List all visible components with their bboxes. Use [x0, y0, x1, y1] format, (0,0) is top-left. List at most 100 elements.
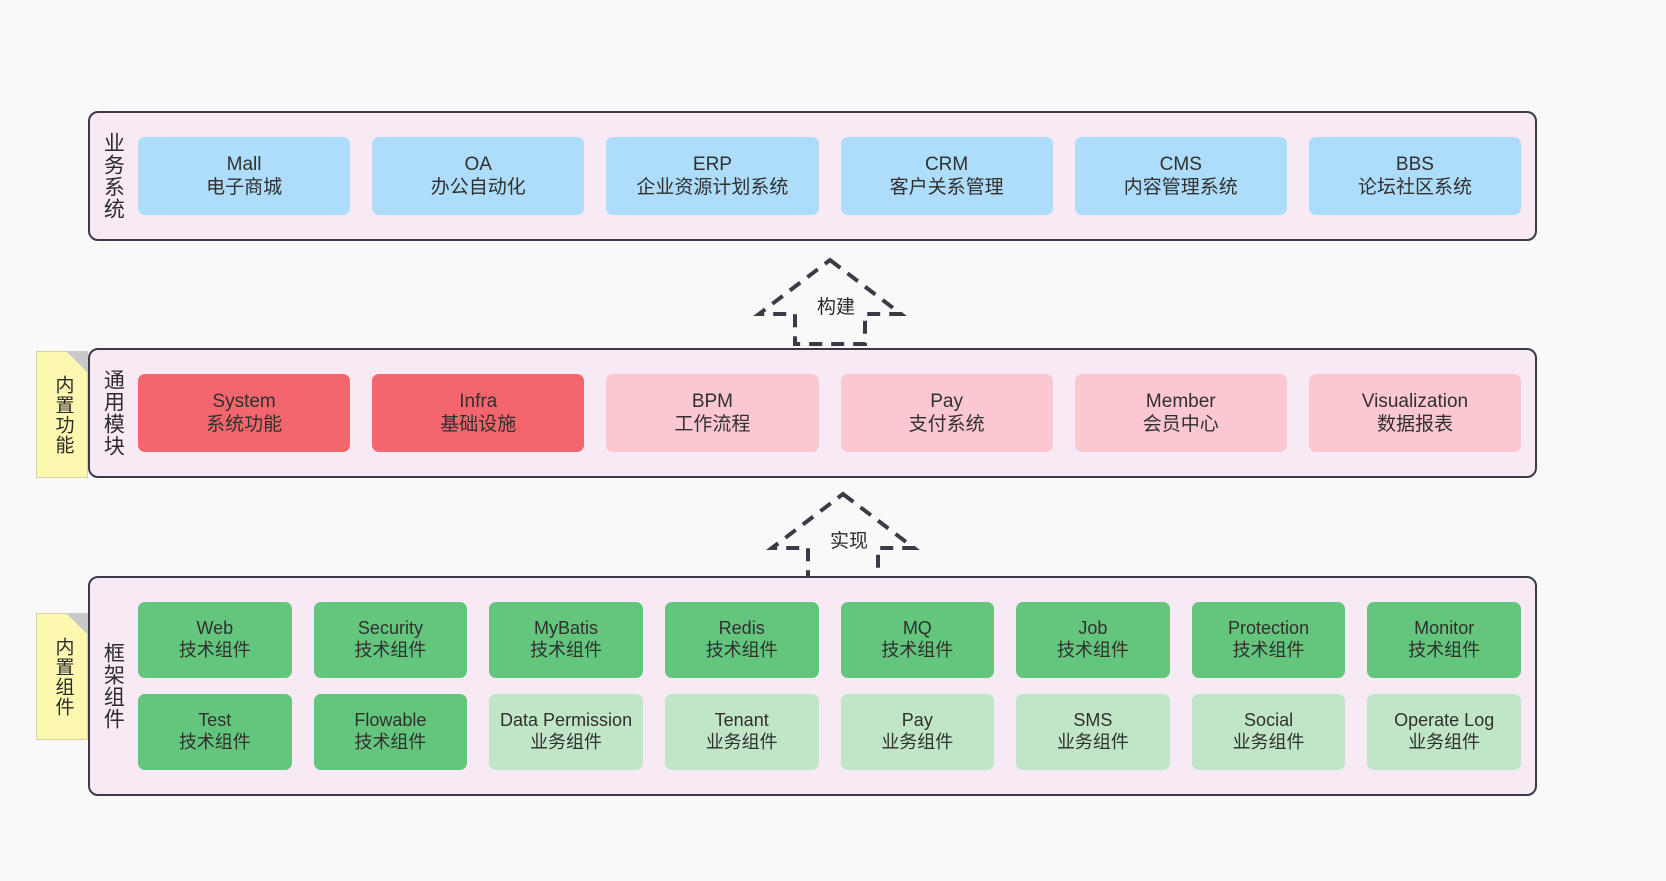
card-subtitle: 技术组件 [530, 640, 603, 660]
card-subtitle: 办公自动化 [430, 177, 526, 198]
business-system-layer-title: 业务系统 [101, 132, 125, 220]
business-system-layer: 业务系统 Mall 电子商城 OA 办公自动化 ERP 企业资源计划系统 CRM… [88, 111, 1537, 241]
framework-card-job[interactable]: Job 技术组件 [1016, 602, 1170, 678]
card-title: ERP [692, 153, 732, 175]
common-module-row: System 系统功能 Infra 基础设施 BPM 工作流程 Pay 支付系统… [138, 374, 1522, 452]
card-title: OA [464, 153, 492, 175]
card-subtitle: 技术组件 [1232, 640, 1305, 660]
card-title: BPM [691, 390, 734, 412]
card-title: Flowable [354, 710, 427, 731]
framework-card-sms[interactable]: SMS 业务组件 [1016, 694, 1170, 770]
card-title: Job [1078, 618, 1108, 639]
common-card-bpm[interactable]: BPM 工作流程 [606, 374, 819, 452]
card-subtitle: 技术组件 [705, 640, 778, 660]
framework-card-flowable[interactable]: Flowable 技术组件 [313, 694, 468, 770]
common-module-layer-body: System 系统功能 Infra 基础设施 BPM 工作流程 Pay 支付系统… [134, 350, 1535, 476]
card-title: System [212, 390, 276, 412]
card-subtitle: 内容管理系统 [1123, 177, 1238, 198]
framework-card-tenant[interactable]: Tenant 业务组件 [664, 694, 819, 770]
card-title: Operate Log [1394, 710, 1495, 731]
note-builtin-components: 内置组件 [36, 613, 88, 740]
framework-card-web[interactable]: Web 技术组件 [138, 602, 292, 678]
note-builtin-functions: 内置功能 [36, 351, 88, 478]
card-title: CMS [1159, 153, 1202, 175]
card-title: SMS [1073, 710, 1113, 731]
card-subtitle: 技术组件 [178, 732, 251, 752]
framework-business-row: Test 技术组件 Flowable 技术组件 Data Permission … [138, 694, 1521, 770]
implement-arrow-label: 实现 [830, 531, 869, 552]
card-title: Pay [930, 390, 963, 412]
card-title: Protection [1228, 618, 1310, 639]
card-title: Test [198, 710, 232, 731]
card-subtitle: 论坛社区系统 [1357, 177, 1472, 198]
card-subtitle: 数据报表 [1376, 414, 1453, 435]
card-title: Security [357, 618, 423, 639]
card-subtitle: 业务组件 [530, 732, 603, 752]
framework-card-monitor[interactable]: Monitor 技术组件 [1367, 602, 1521, 678]
framework-component-layer: 框架组件 Web 技术组件 Security 技术组件 MyBatis 技术组件… [88, 576, 1537, 796]
business-card-cms[interactable]: CMS 内容管理系统 [1074, 137, 1287, 215]
common-card-visualization[interactable]: Visualization 数据报表 [1308, 374, 1522, 452]
build-arrow-label: 构建 [817, 297, 856, 318]
card-subtitle: 业务组件 [705, 732, 778, 752]
framework-card-protection[interactable]: Protection 技术组件 [1191, 602, 1346, 678]
framework-component-layer-title: 框架组件 [101, 642, 125, 730]
note-builtin-functions-label: 内置功能 [52, 374, 74, 455]
card-title: Data Permission [500, 710, 633, 731]
business-system-layer-body: Mall 电子商城 OA 办公自动化 ERP 企业资源计划系统 CRM 客户关系… [134, 113, 1535, 239]
framework-component-layer-body: Web 技术组件 Security 技术组件 MyBatis 技术组件 Redi… [134, 578, 1535, 794]
card-subtitle: 企业资源计划系统 [636, 177, 789, 198]
card-subtitle: 电子商城 [206, 177, 283, 198]
common-module-layer: 通用模块 System 系统功能 Infra 基础设施 BPM 工作流程 Pay… [88, 348, 1537, 478]
common-module-layer-title: 通用模块 [101, 369, 125, 457]
framework-card-security[interactable]: Security 技术组件 [313, 602, 468, 678]
card-subtitle: 技术组件 [881, 640, 954, 660]
business-card-mall[interactable]: Mall 电子商城 [138, 137, 351, 215]
card-subtitle: 技术组件 [1056, 640, 1129, 660]
card-subtitle: 工作流程 [674, 414, 751, 435]
common-card-member[interactable]: Member 会员中心 [1074, 374, 1287, 452]
card-title: Redis [718, 618, 765, 639]
business-card-oa[interactable]: OA 办公自动化 [372, 137, 585, 215]
card-title: Pay [901, 710, 933, 731]
card-title: Social [1244, 710, 1294, 731]
business-card-crm[interactable]: CRM 客户关系管理 [840, 137, 1053, 215]
card-subtitle: 客户关系管理 [889, 177, 1004, 198]
card-subtitle: 基础设施 [440, 414, 517, 435]
framework-card-operate-log[interactable]: Operate Log 业务组件 [1367, 694, 1521, 770]
framework-card-mq[interactable]: MQ 技术组件 [840, 602, 995, 678]
card-subtitle: 技术组件 [354, 640, 427, 660]
card-title: MyBatis [534, 618, 599, 639]
business-card-erp[interactable]: ERP 企业资源计划系统 [606, 137, 819, 215]
note-builtin-components-label: 内置组件 [52, 636, 74, 717]
card-subtitle: 业务组件 [1232, 732, 1305, 752]
card-title: MQ [902, 618, 932, 639]
card-subtitle: 技术组件 [354, 732, 427, 752]
business-card-bbs[interactable]: BBS 论坛社区系统 [1308, 137, 1522, 215]
implement-arrow: 实现 [766, 490, 920, 580]
framework-tech-row: Web 技术组件 Security 技术组件 MyBatis 技术组件 Redi… [138, 602, 1521, 678]
business-system-row: Mall 电子商城 OA 办公自动化 ERP 企业资源计划系统 CRM 客户关系… [138, 137, 1522, 215]
common-card-system[interactable]: System 系统功能 [138, 374, 351, 452]
card-subtitle: 业务组件 [1056, 732, 1129, 752]
card-title: Tenant [714, 710, 769, 731]
framework-card-test[interactable]: Test 技术组件 [138, 694, 292, 770]
card-title: Mall [226, 153, 262, 175]
build-arrow: 构建 [753, 256, 907, 346]
card-title: Visualization [1361, 390, 1469, 412]
card-title: Monitor [1414, 618, 1475, 639]
framework-card-mybatis[interactable]: MyBatis 技术组件 [489, 602, 643, 678]
card-title: Web [196, 618, 234, 639]
card-title: Member [1145, 390, 1216, 412]
card-subtitle: 会员中心 [1142, 414, 1219, 435]
framework-card-pay[interactable]: Pay 业务组件 [840, 694, 995, 770]
framework-card-data-permission[interactable]: Data Permission 业务组件 [489, 694, 643, 770]
card-subtitle: 业务组件 [881, 732, 954, 752]
common-card-infra[interactable]: Infra 基础设施 [372, 374, 585, 452]
card-title: BBS [1395, 153, 1434, 175]
common-card-pay[interactable]: Pay 支付系统 [840, 374, 1053, 452]
framework-card-social[interactable]: Social 业务组件 [1191, 694, 1346, 770]
framework-card-redis[interactable]: Redis 技术组件 [664, 602, 819, 678]
card-subtitle: 技术组件 [1408, 640, 1481, 660]
card-subtitle: 系统功能 [206, 414, 283, 435]
